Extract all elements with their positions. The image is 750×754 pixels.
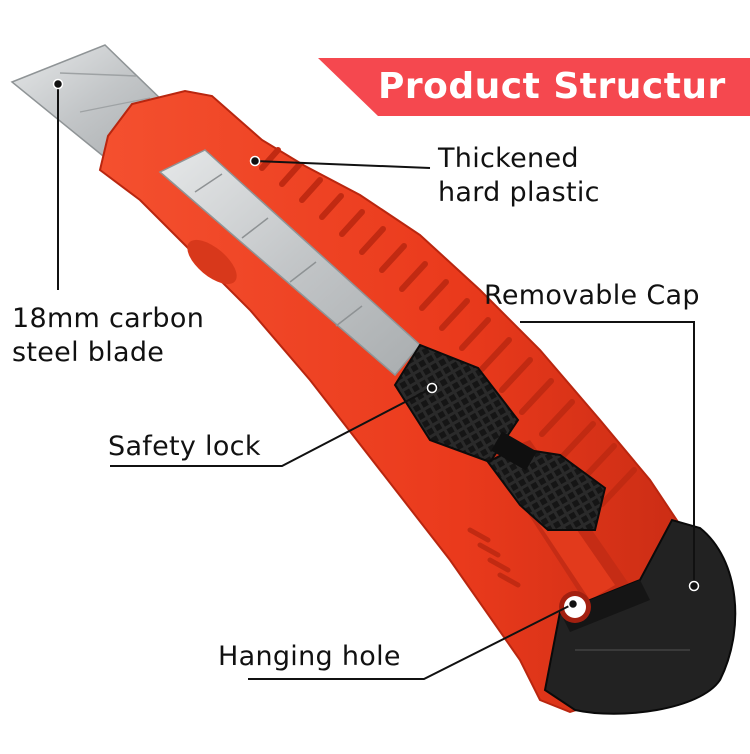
- label-blade-line1: 18mm carbon: [12, 303, 205, 334]
- label-hanging-hole: Hanging hole: [218, 641, 401, 672]
- label-blade-line2: steel blade: [12, 337, 165, 368]
- label-thickened-line2: hard plastic: [438, 177, 600, 208]
- callout-cap-pointer: [520, 321, 700, 592]
- label-safety-lock: Safety lock: [108, 431, 261, 462]
- callout-blade-pointer: [52, 78, 64, 290]
- label-removable-cap: Removable Cap: [484, 280, 700, 311]
- safety-lock: [393, 343, 607, 531]
- banner-shape: [318, 58, 750, 116]
- grip-ridges: [259, 147, 637, 507]
- callout-plastic-pointer: [249, 155, 431, 169]
- banner-title: Product Structur: [378, 66, 726, 107]
- callout-hole-pointer: [248, 598, 579, 680]
- label-thickened-line1: Thickened: [438, 143, 579, 174]
- callout-lock-pointer: [110, 382, 438, 467]
